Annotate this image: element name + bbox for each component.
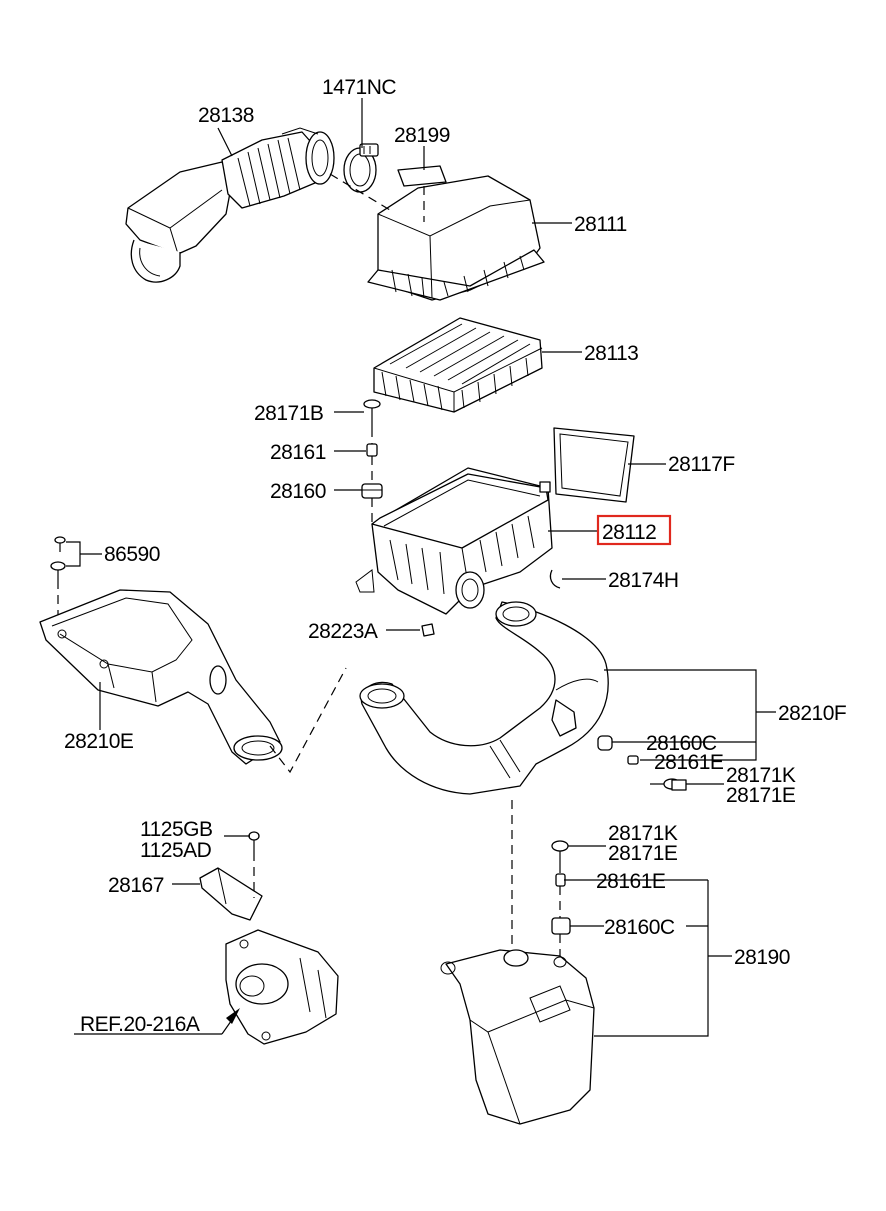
label-28160C-a[interactable]: 28160C [646, 732, 717, 755]
label-28174H[interactable]: 28174H [608, 569, 679, 592]
resonator-stack-drawing [551, 840, 571, 935]
label-28160C-b[interactable]: 28160C [604, 916, 675, 939]
label-28171K-a[interactable]: 28171K [726, 764, 796, 787]
resonator-drawing [440, 949, 595, 1125]
air-intake-duct-drawing [125, 127, 335, 283]
leader-lines [66, 98, 776, 1037]
grommet-collar-bolt-drawing [597, 735, 687, 791]
label-28210E[interactable]: 28210E [64, 730, 134, 753]
label-28171E-a[interactable]: 28171E [726, 784, 796, 807]
label-28190[interactable]: 28190 [734, 946, 790, 969]
air-cleaner-body-drawing [355, 467, 553, 615]
label-28171B[interactable]: 28171B [254, 402, 324, 425]
bolt-grommet-stack-drawing [361, 399, 383, 499]
label-28161E-a[interactable]: 28161E [654, 751, 724, 774]
label-1471NC[interactable]: 1471NC [322, 76, 397, 99]
label-28113[interactable]: 28113 [584, 342, 639, 365]
bolts-drawing [50, 536, 66, 580]
air-cleaner-cover-drawing [367, 175, 545, 301]
label-ref-20-216A[interactable]: REF.20-216A [80, 1013, 200, 1036]
label-28171K-b[interactable]: 28171K [608, 822, 678, 845]
air-duct-f-drawing [359, 601, 609, 795]
label-1125GB[interactable]: 1125GB [140, 818, 213, 841]
gasket-drawing [553, 427, 635, 503]
label-28210F[interactable]: 28210F [778, 702, 847, 725]
label-28160[interactable]: 28160 [270, 480, 326, 503]
label-28161E-b[interactable]: 28161E [596, 870, 666, 893]
label-28167[interactable]: 28167 [108, 874, 164, 897]
mounting-bracket-drawing [199, 831, 263, 921]
label-28117F[interactable]: 28117F [668, 453, 735, 476]
label-28223A[interactable]: 28223A [308, 620, 378, 643]
label-28111[interactable]: 28111 [574, 213, 627, 236]
label-28161[interactable]: 28161 [270, 441, 326, 464]
nut-drawing [421, 623, 435, 637]
air-duct-e-drawing [39, 589, 283, 765]
clip-drawing [549, 569, 561, 589]
hose-clamp-drawing [343, 143, 379, 193]
label-1125AD[interactable]: 1125AD [140, 839, 212, 862]
label-28199[interactable]: 28199 [394, 124, 450, 147]
air-filter-element-drawing [373, 317, 543, 413]
label-28171E-b[interactable]: 28171E [608, 842, 678, 865]
label-86590[interactable]: 86590 [104, 543, 160, 566]
part-highlight-box [596, 514, 672, 546]
engine-mount-drawing [225, 929, 339, 1045]
label-28138[interactable]: 28138 [198, 104, 254, 127]
label-28112[interactable]: 28112 [602, 521, 657, 544]
label-plate-drawing [397, 165, 447, 187]
